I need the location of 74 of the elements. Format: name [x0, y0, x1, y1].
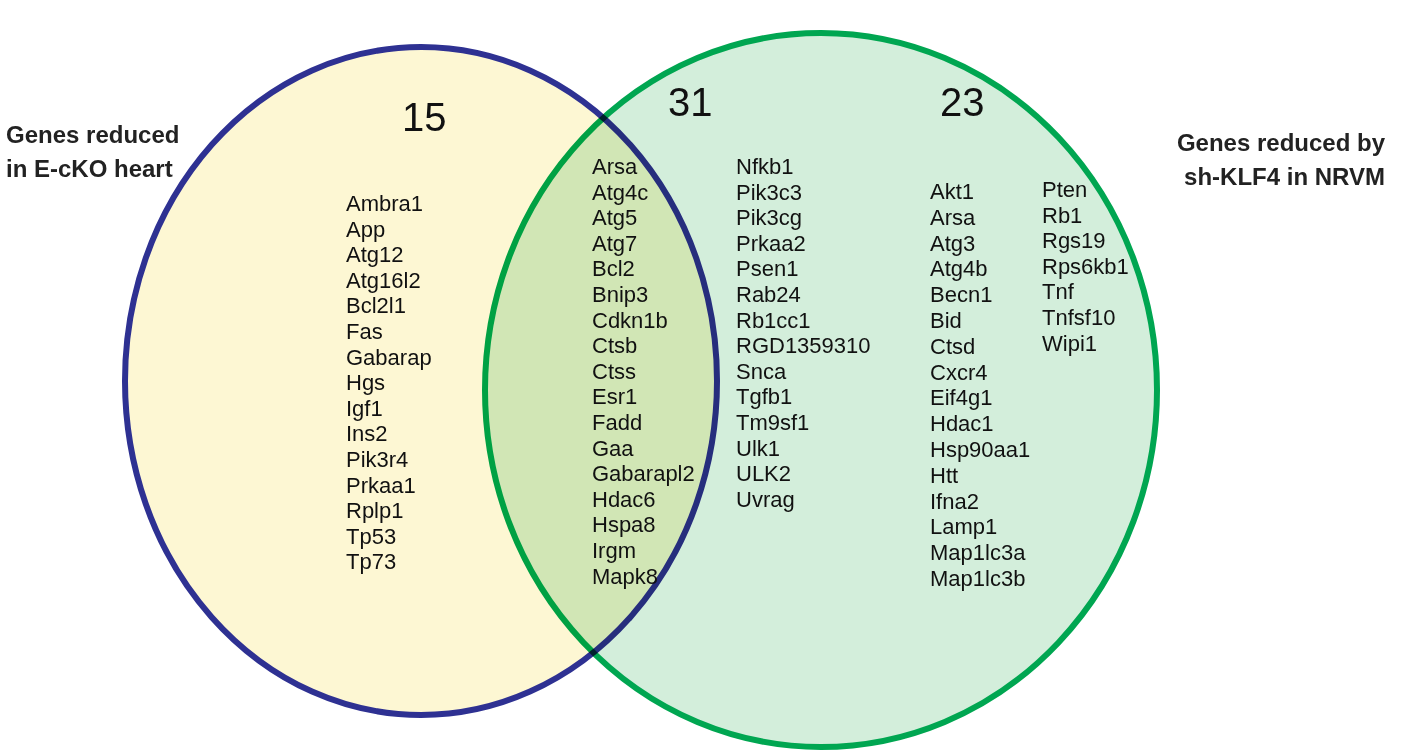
gene-name: Nfkb1 [736, 156, 794, 178]
gene-name: Pik3cg [736, 207, 803, 230]
gene-name: Atg16l2 [346, 269, 421, 292]
gene-name: Ctss [592, 360, 636, 383]
gene-name: Bnip3 [592, 284, 649, 306]
gene-name: Becn1 [930, 284, 993, 307]
gene-name: Irgm [592, 540, 636, 562]
circle-title: Genes reduced in E-cKO heart [6, 120, 181, 184]
gene-name: Arsa [592, 156, 638, 178]
count-number: 31 [668, 82, 713, 122]
gene-name: Cxcr4 [930, 361, 988, 384]
gene-name: Tp73 [346, 551, 397, 574]
gene-name: Rps6kb1 [1042, 255, 1129, 278]
gene-name: Gabarapl2 [592, 463, 695, 486]
gene-name: Hsp90aa1 [930, 439, 1031, 461]
gene-name: Hspa8 [592, 514, 656, 537]
gene-name: Atg5 [592, 207, 638, 230]
gene-name: Atg12 [346, 244, 404, 267]
gene-name: App [346, 218, 386, 241]
gene-name: Akt1 [930, 181, 975, 203]
gene-name: Atg7 [592, 232, 638, 255]
gene-name: RGD1359310 [736, 335, 871, 358]
gene-name: Snca [736, 360, 787, 383]
gene-name: Rgs19 [1042, 230, 1106, 253]
gene-name: Psen1 [736, 258, 799, 281]
gene-name: Ifna2 [930, 490, 979, 513]
gene-name: Gabarap [346, 346, 432, 369]
gene-name: Rab24 [736, 284, 801, 306]
count-number: 23 [940, 82, 985, 122]
gene-name: Pik3r4 [346, 449, 409, 471]
gene-name: Atg4b [930, 258, 988, 281]
gene-name: Mapk8 [592, 565, 659, 588]
circle-title: Genes reduced by sh-KLF4 in NRVM [1175, 128, 1385, 192]
gene-name: Hgs [346, 372, 386, 395]
gene-name: Bcl2l1 [346, 295, 406, 318]
gene-name: Prkaa1 [346, 474, 416, 497]
gene-name: Lamp1 [930, 516, 998, 539]
gene-name: Atg4c [592, 181, 649, 204]
gene-name: Fas [346, 321, 383, 343]
gene-name: Map1lc3b [930, 568, 1026, 590]
gene-name: Eif4g1 [930, 387, 993, 410]
gene-name: Pik3c3 [736, 181, 803, 204]
gene-name: Uvrag [736, 488, 795, 511]
gene-name: Wipi1 [1042, 332, 1097, 355]
gene-name: Ambra1 [346, 193, 424, 215]
gene-name: Map1lc3a [930, 542, 1026, 565]
gene-name: Esr1 [592, 386, 638, 409]
count-number: 15 [402, 97, 447, 137]
gene-name: Hdac1 [930, 413, 994, 436]
gene-name: Bcl2 [592, 258, 635, 281]
gene-name: Tp53 [346, 525, 397, 548]
gene-name: ULK2 [736, 463, 792, 486]
gene-name: Igf1 [346, 397, 383, 420]
gene-name: Tgfb1 [736, 386, 793, 409]
gene-name: Bid [930, 310, 962, 332]
gene-name: Atg3 [930, 232, 976, 255]
gene-name: Rb1cc1 [736, 309, 811, 332]
gene-name: Ctsd [930, 335, 976, 358]
gene-name: Tnf [1042, 281, 1074, 304]
gene-name: Prkaa2 [736, 232, 806, 255]
gene-name: Tm9sf1 [736, 412, 810, 434]
gene-name: Pten [1042, 179, 1088, 201]
gene-name: Ulk1 [736, 437, 780, 460]
gene-name: Gaa [592, 437, 634, 460]
gene-name: Ctsb [592, 335, 638, 358]
gene-name: Fadd [592, 412, 643, 434]
gene-name: Rb1 [1042, 204, 1083, 227]
gene-name: Hdac6 [592, 488, 656, 511]
gene-name: Tnfsf10 [1042, 307, 1116, 329]
gene-name: Htt [930, 464, 959, 487]
gene-name: Cdkn1b [592, 309, 668, 332]
gene-name: Rplp1 [346, 500, 404, 523]
gene-name: Ins2 [346, 423, 388, 446]
gene-name: Arsa [930, 206, 976, 229]
